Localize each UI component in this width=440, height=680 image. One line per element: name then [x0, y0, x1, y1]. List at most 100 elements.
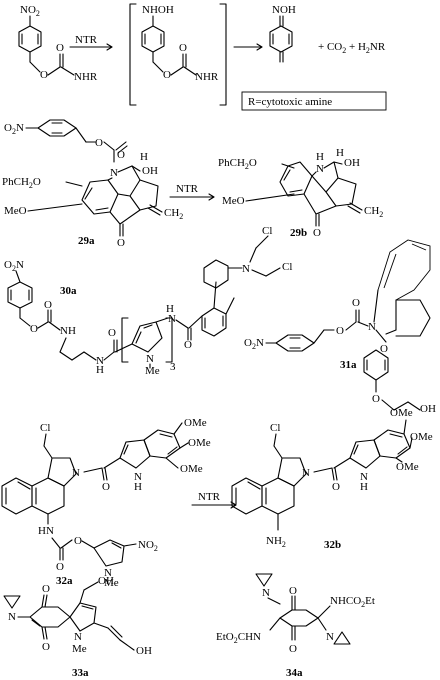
arrow-29a-to-29b: NTR	[169, 183, 215, 201]
compound-32a: Cl N HN O O N Me NO2 O N H	[1, 417, 211, 589]
hn-label: HN	[38, 525, 54, 537]
oh-label: OH	[420, 403, 436, 415]
epoxide-oxygen: O	[380, 343, 388, 355]
aziridine-n: N	[8, 611, 16, 623]
carbonyl-oxygen: O	[44, 299, 52, 311]
indole-n: N	[360, 471, 368, 483]
ester-oxygen: O	[336, 325, 344, 337]
compound-30a: O2N O O NH N H O N Me H N 3	[4, 225, 292, 377]
oh-label: OH	[344, 157, 360, 169]
h-label: H	[140, 151, 148, 163]
compound-label-29a: 29a	[78, 235, 95, 247]
oh-label: OH	[98, 575, 114, 587]
methoxy-label: OMe	[180, 463, 203, 475]
nitrogen-label: N	[110, 167, 118, 179]
chloro-label: Cl	[40, 422, 50, 434]
oh-label: OH	[142, 165, 158, 177]
compound-label-31a: 31a	[340, 359, 357, 371]
methyl-label: Me	[145, 365, 160, 377]
methoxy-label: MeO	[222, 195, 245, 207]
compound-29a: O2N O O N H OH CH2 O PhCH2O MeO	[2, 119, 183, 249]
indoline-n: N	[72, 467, 80, 479]
nitrogen-label: N	[368, 321, 376, 333]
scheme1-byproducts: + CO2 + H2NR R=cytotoxic amine	[241, 41, 387, 111]
nitrogen-label: N	[316, 163, 324, 175]
ester-oxygen: O	[163, 69, 171, 81]
ester-oxygen: O	[74, 535, 82, 547]
methoxy-label: MeO	[4, 205, 27, 217]
compound-32b: Cl N NH2 O N H OMe OMe OMe 32b	[231, 407, 433, 551]
nitro-label: O2N	[4, 122, 24, 136]
scheme1-reactant: NO2 O O NHR	[18, 4, 98, 83]
compound-31a: O2N O O N O O OH 31a	[244, 239, 436, 415]
compound-label-34a: 34a	[286, 667, 303, 679]
indole-h: H	[360, 481, 368, 493]
methoxy-label: OMe	[396, 461, 419, 473]
quinone-oxygen: O	[289, 643, 297, 655]
ch2-label: CH2	[364, 205, 383, 219]
compound-label-32b: 32b	[324, 539, 341, 551]
carbonyl-oxygen: O	[56, 42, 64, 54]
benzyloxy-label: PhCH2O	[218, 157, 257, 171]
ester-oxygen: O	[30, 323, 38, 335]
chloro-label: Cl	[262, 225, 272, 237]
indole-n: N	[134, 471, 142, 483]
nitro-label: NO2	[138, 539, 158, 553]
methoxy-label: OMe	[390, 407, 413, 419]
arrow-32a-to-32b: NTR	[191, 491, 237, 509]
pyrrole-n: N	[146, 353, 154, 365]
r-definition-box: R=cytotoxic amine	[248, 96, 332, 108]
pyrrole-n: N	[104, 567, 112, 579]
nitro-label: O2N	[4, 259, 24, 273]
amide-h: H	[96, 364, 104, 376]
nhr-label: NHR	[74, 71, 98, 83]
scheme1-arrow-2	[233, 43, 263, 51]
carbonyl-oxygen: O	[117, 149, 125, 161]
amine-label: NH2	[266, 535, 286, 549]
ether-oxygen: O	[372, 393, 380, 405]
carbonyl-oxygen: O	[56, 561, 64, 573]
compound-33a: N O O N Me OH OH 33a	[3, 575, 152, 679]
ester-oxygen: O	[40, 69, 48, 81]
repeat-count: 3	[170, 361, 176, 373]
ester-oxygen: O	[95, 137, 103, 149]
carbonyl-oxygen: O	[184, 339, 192, 351]
compound-label-32a: 32a	[56, 575, 73, 587]
carbonyl-oxygen: O	[332, 481, 340, 493]
ntr-label: NTR	[198, 491, 221, 503]
aziridine-n: N	[326, 631, 334, 643]
ch2-label: CH2	[164, 207, 183, 221]
nh-h-label: H	[316, 151, 324, 163]
amide-h: H	[166, 303, 174, 315]
indole-h: H	[134, 481, 142, 493]
methoxy-label: OMe	[188, 437, 211, 449]
mustard-n: N	[242, 263, 250, 275]
nhr-label: NHR	[195, 71, 219, 83]
compound-29b: PhCH2O MeO H N H OH CH2 O 29b	[218, 147, 383, 239]
noh-label: NOH	[272, 4, 296, 16]
quinone-oxygen: O	[42, 641, 50, 653]
ketone-oxygen: O	[313, 227, 321, 239]
amide-nh: NH	[60, 325, 76, 337]
scheme1-intermediate: NHOH O O NHR	[129, 3, 227, 106]
benzyloxy-label: PhCH2O	[2, 176, 41, 190]
nhoh-label: NHOH	[142, 4, 174, 16]
h-label: H	[336, 147, 344, 159]
compound-label-30a: 30a	[60, 285, 77, 297]
ketone-oxygen: O	[117, 237, 125, 249]
ntr-label: NTR	[176, 183, 199, 195]
carbonyl-oxygen: O	[102, 481, 110, 493]
nitro-group-label: NO2	[20, 4, 40, 18]
ntr-label: NTR	[75, 34, 98, 46]
indoline-n: N	[302, 467, 310, 479]
methyl-label: Me	[104, 577, 119, 589]
quinone-oxygen: O	[289, 585, 297, 597]
compound-34a: N O O NHCO2Et N EtO2CHN 34a	[216, 573, 375, 679]
indole-n: N	[74, 631, 82, 643]
compound-label-29b: 29b	[290, 227, 307, 239]
carbonyl-oxygen: O	[108, 327, 116, 339]
compound-label-33a: 33a	[72, 667, 89, 679]
scheme1-arrow-ntr: NTR	[69, 34, 113, 51]
chloro-label: Cl	[270, 422, 280, 434]
